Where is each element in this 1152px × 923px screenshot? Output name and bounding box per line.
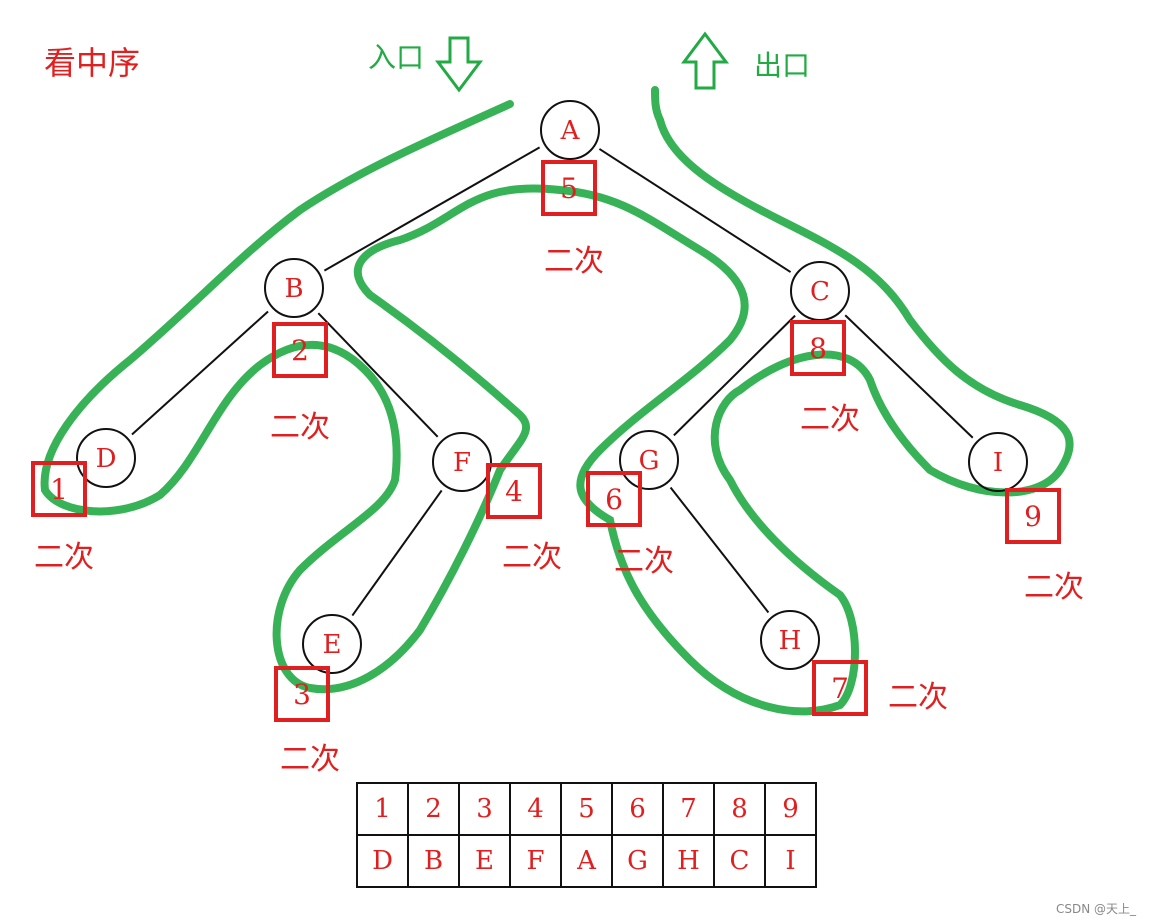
- node-cell: D: [356, 834, 409, 888]
- node-G: G: [619, 430, 679, 490]
- edge-F-E: [351, 489, 443, 617]
- order-cell: 6: [611, 782, 664, 836]
- order-marker-H: 7: [812, 660, 868, 716]
- order-marker-D: 1: [31, 461, 87, 517]
- node-label: C: [810, 277, 830, 307]
- order-marker-box: [274, 666, 330, 722]
- node-label: E: [323, 630, 342, 660]
- order-cell: 9: [764, 782, 817, 836]
- order-marker-box: [790, 320, 846, 376]
- order-marker-number: 4: [505, 475, 523, 508]
- order-marker-number: 3: [293, 678, 311, 711]
- node-C: C: [790, 261, 850, 321]
- node-H: H: [760, 610, 820, 670]
- entry-label: 入口: [368, 41, 425, 74]
- node-label: I: [993, 448, 1003, 478]
- visit-label-G: 二次: [614, 544, 674, 579]
- traversal-path: [40, 86, 1074, 716]
- node-circle: [540, 100, 600, 160]
- node-cell: G: [611, 834, 664, 888]
- node-circle: [264, 258, 324, 318]
- page-title: 看中序: [44, 44, 141, 82]
- order-cell: 3: [458, 782, 511, 836]
- node-cell: E: [458, 834, 511, 888]
- node-cell: B: [407, 834, 460, 888]
- order-marker-C: 8: [790, 320, 846, 376]
- watermark: CSDN @天上_: [1055, 902, 1136, 916]
- order-marker-B: 2: [272, 322, 328, 378]
- order-marker-number: 7: [831, 672, 849, 705]
- visit-label-B: 二次: [270, 410, 330, 445]
- entry-arrow-icon: [435, 36, 483, 93]
- visit-label-F: 二次: [502, 540, 562, 575]
- edge-C-I: [844, 314, 974, 439]
- visit-label-H: 二次: [888, 680, 948, 715]
- order-cell: 1: [356, 782, 409, 836]
- edge-A-B: [323, 146, 541, 272]
- node-label: G: [639, 446, 660, 476]
- order-cell: 4: [509, 782, 562, 836]
- visit-label-A: 二次: [544, 244, 604, 279]
- node-B: B: [264, 258, 324, 318]
- exit-label: 出口: [754, 49, 811, 82]
- node-row: D B E F A G H C I: [356, 834, 817, 888]
- node-label: H: [779, 626, 802, 656]
- visit-label-D: 二次: [34, 540, 94, 575]
- node-label: A: [560, 116, 581, 146]
- node-circle: [432, 432, 492, 492]
- edge-B-F: [317, 312, 439, 438]
- inorder-table: 1 2 3 4 5 6 7 8 9 D B E F A G H C I: [356, 782, 817, 888]
- order-marker-A: 5: [541, 160, 597, 216]
- order-marker-I: 9: [1005, 488, 1061, 544]
- exit-arrow-icon: [681, 31, 729, 90]
- edge-A-C: [598, 148, 792, 273]
- node-cell: I: [764, 834, 817, 888]
- node-label: D: [96, 444, 117, 474]
- node-label: F: [453, 448, 471, 478]
- order-marker-number: 6: [605, 483, 623, 516]
- order-marker-box: [812, 660, 868, 716]
- order-marker-E: 3: [274, 666, 330, 722]
- order-marker-box: [31, 461, 87, 517]
- node-label: B: [284, 274, 303, 304]
- node-cell: A: [560, 834, 613, 888]
- visit-label-E: 二次: [280, 742, 340, 777]
- node-cell: H: [662, 834, 715, 888]
- order-marker-number: 1: [50, 473, 68, 506]
- node-A: A: [540, 100, 600, 160]
- node-circle: [76, 428, 136, 488]
- node-circle: [760, 610, 820, 670]
- node-I: I: [968, 432, 1028, 492]
- order-row: 1 2 3 4 5 6 7 8 9: [356, 782, 817, 836]
- node-circle: [968, 432, 1028, 492]
- order-cell: 7: [662, 782, 715, 836]
- edge-G-H: [669, 486, 770, 614]
- node-circle: [302, 614, 362, 674]
- node-circle: [619, 430, 679, 490]
- node-cell: F: [509, 834, 562, 888]
- edge-B-D: [131, 310, 269, 436]
- order-cell: 8: [713, 782, 766, 836]
- visit-label-I: 二次: [1024, 570, 1084, 605]
- visit-label-C: 二次: [800, 402, 860, 437]
- node-cell: C: [713, 834, 766, 888]
- node-E: E: [302, 614, 362, 674]
- order-marker-box: [272, 322, 328, 378]
- order-marker-box: [486, 463, 542, 519]
- node-F: F: [432, 432, 492, 492]
- order-marker-number: 9: [1024, 500, 1042, 533]
- edge-C-G: [673, 314, 796, 437]
- order-marker-number: 2: [291, 334, 309, 367]
- order-marker-G: 6: [586, 471, 642, 527]
- order-marker-box: [586, 471, 642, 527]
- order-marker-box: [1005, 488, 1061, 544]
- order-marker-number: 8: [809, 332, 827, 365]
- order-cell: 5: [560, 782, 613, 836]
- order-marker-number: 5: [560, 172, 578, 205]
- order-marker-box: [541, 160, 597, 216]
- node-D: D: [76, 428, 136, 488]
- order-marker-F: 4: [486, 463, 542, 519]
- order-cell: 2: [407, 782, 460, 836]
